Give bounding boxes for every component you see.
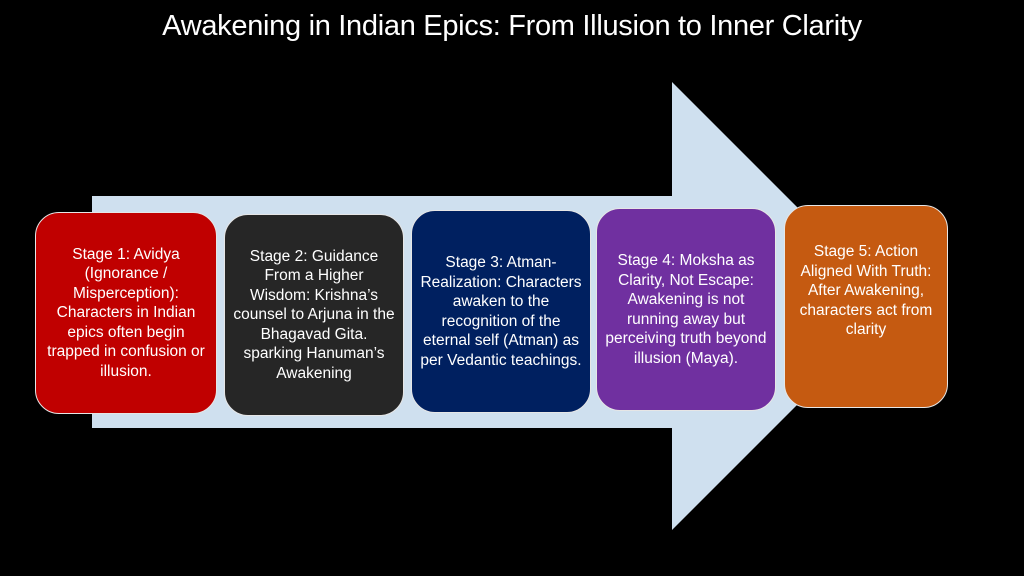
- stage-4-text: Stage 4: Moksha as Clarity, Not Escape: …: [605, 252, 767, 367]
- stage-2-box: Stage 2: Guidance From a Higher Wisdom: …: [224, 214, 404, 416]
- stage-1-box: Stage 1: Avidya (Ignorance / Mispercepti…: [35, 212, 217, 414]
- stage-5-box: Stage 5: Action Aligned With Truth: Afte…: [784, 205, 948, 408]
- page-title: Awakening in Indian Epics: From Illusion…: [162, 10, 862, 42]
- stage-2-text: Stage 2: Guidance From a Higher Wisdom: …: [233, 247, 395, 382]
- stage-5-text: Stage 5: Action Aligned With Truth: Afte…: [799, 243, 933, 338]
- stage-1-text: Stage 1: Avidya (Ignorance / Mispercepti…: [47, 245, 205, 380]
- stage-4-box: Stage 4: Moksha as Clarity, Not Escape: …: [596, 208, 776, 411]
- stage-3-box: Stage 3: Atman-Realization: Characters a…: [411, 210, 591, 413]
- stage-3-text: Stage 3: Atman-Realization: Characters a…: [420, 254, 582, 369]
